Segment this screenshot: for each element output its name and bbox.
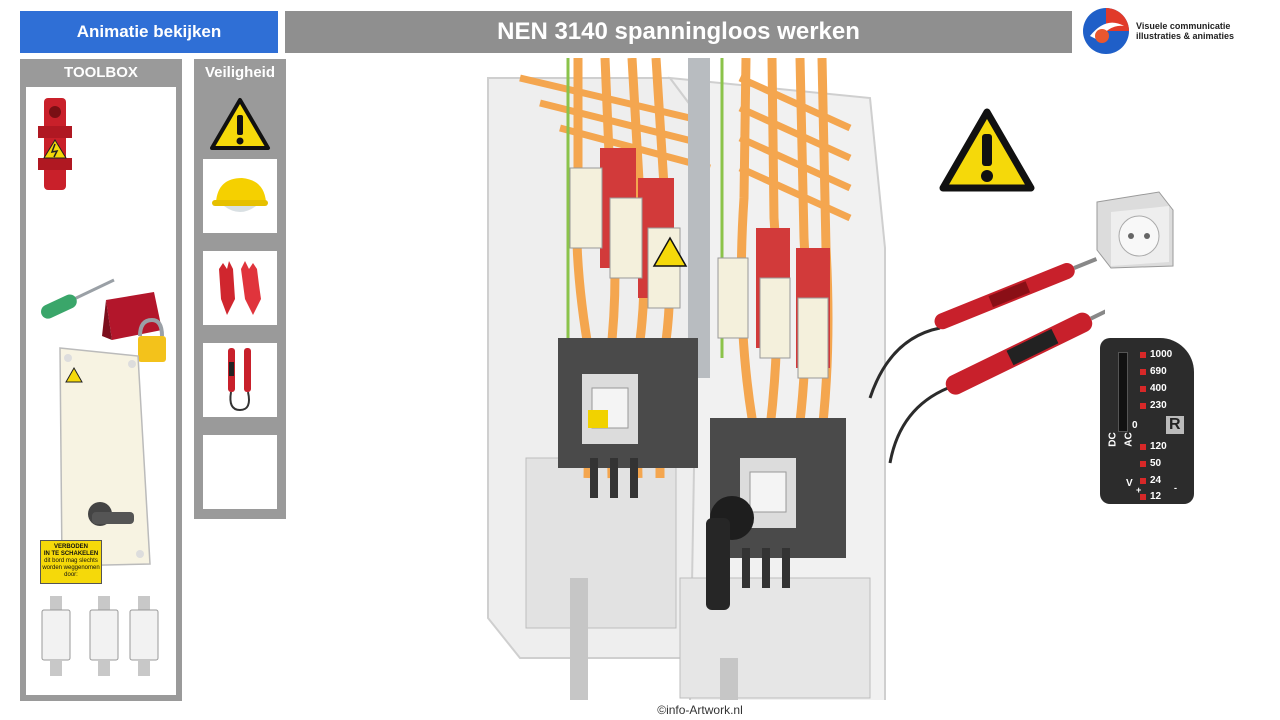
meter-led-120 — [1140, 444, 1146, 450]
warning-slot — [203, 87, 277, 161]
warning-triangle-icon — [939, 108, 1035, 192]
meter-v-label: V — [1126, 478, 1133, 489]
disconnect-switch-box-icon[interactable] — [52, 344, 156, 572]
empty-slot[interactable] — [203, 435, 277, 509]
logo: Visuele communicatie illustraties & anim… — [1080, 4, 1270, 58]
lockout-device-icon[interactable] — [36, 96, 80, 196]
warning-sign[interactable]: VERBODEN IN TE SCHAKELEN dit bord mag sl… — [40, 540, 102, 584]
meter-led-50 — [1140, 461, 1146, 467]
voltage-meter-display: DC AC 0 R 1000 690 400 230 120 50 24 12 … — [1100, 338, 1194, 504]
meter-scale-400: 400 — [1150, 383, 1167, 394]
toolbox-title: TOOLBOX — [64, 63, 138, 81]
screwdriver-icon[interactable] — [38, 278, 118, 326]
lockout-bag-icon[interactable] — [96, 290, 168, 370]
fuse-icon[interactable] — [38, 594, 74, 678]
page-title: NEN 3140 spanningloos werken — [285, 11, 1072, 53]
meter-scale-120: 120 — [1150, 441, 1167, 452]
meter-led-24 — [1140, 478, 1146, 484]
logo-icon — [1083, 8, 1129, 54]
meter-r-label: R — [1166, 416, 1184, 434]
insulating-gloves-icon — [219, 261, 261, 315]
meter-bar — [1118, 352, 1128, 432]
sign-line2: IN TE SCHAKELEN — [43, 551, 99, 557]
meter-led-230 — [1140, 403, 1146, 409]
helmet-slot[interactable] — [203, 159, 277, 233]
copyright-footer: ©info-Artwork.nl — [450, 700, 950, 720]
meter-scale-690: 690 — [1150, 366, 1167, 377]
meter-led-1000 — [1140, 352, 1146, 358]
animation-button[interactable]: Animatie bekijken — [20, 11, 278, 53]
meter-scale-24: 24 — [1150, 475, 1162, 486]
safety-title: Veiligheid — [204, 63, 276, 81]
meter-scale-230: 230 — [1150, 400, 1167, 411]
safety-helmet-icon — [212, 178, 268, 212]
meter-led-12 — [1140, 494, 1146, 500]
meter-ac-label: AC — [1123, 432, 1135, 447]
meter-scale-1000: 1000 — [1150, 349, 1173, 360]
logo-line2: illustraties & animaties — [1136, 31, 1235, 41]
gloves-slot[interactable] — [203, 251, 277, 325]
voltage-tester-icon — [228, 348, 251, 412]
meter-dc-label: DC — [1107, 432, 1119, 447]
safety-content — [200, 87, 280, 513]
sign-line5: door: — [64, 572, 78, 578]
voltage-tester-slot[interactable] — [203, 343, 277, 417]
sign-line1: VERBODEN — [53, 544, 88, 550]
meter-scale-50: 50 — [1150, 458, 1162, 469]
meter-minus-label: - — [1174, 483, 1177, 493]
warning-triangle-icon — [210, 98, 270, 150]
meter-plus-label: + — [1136, 485, 1142, 495]
meter-scale-12: 12 — [1150, 491, 1162, 502]
meter-led-690 — [1140, 369, 1146, 375]
safety-panel: Veiligheid — [194, 59, 286, 519]
wall-socket-icon[interactable] — [1093, 190, 1177, 270]
voltage-tester-probes[interactable] — [860, 248, 1105, 468]
fuse-icon[interactable] — [86, 594, 122, 678]
meter-zero-label: 0 — [1132, 420, 1138, 431]
sign-line4: worden weggenomen — [42, 565, 100, 571]
sign-line3: dit bord mag slechts — [44, 558, 98, 564]
meter-led-400 — [1140, 386, 1146, 392]
logo-line1: Visuele communicatie — [1136, 21, 1231, 31]
fuse-icon[interactable] — [126, 594, 162, 678]
switchboard-illustration — [487, 58, 886, 701]
